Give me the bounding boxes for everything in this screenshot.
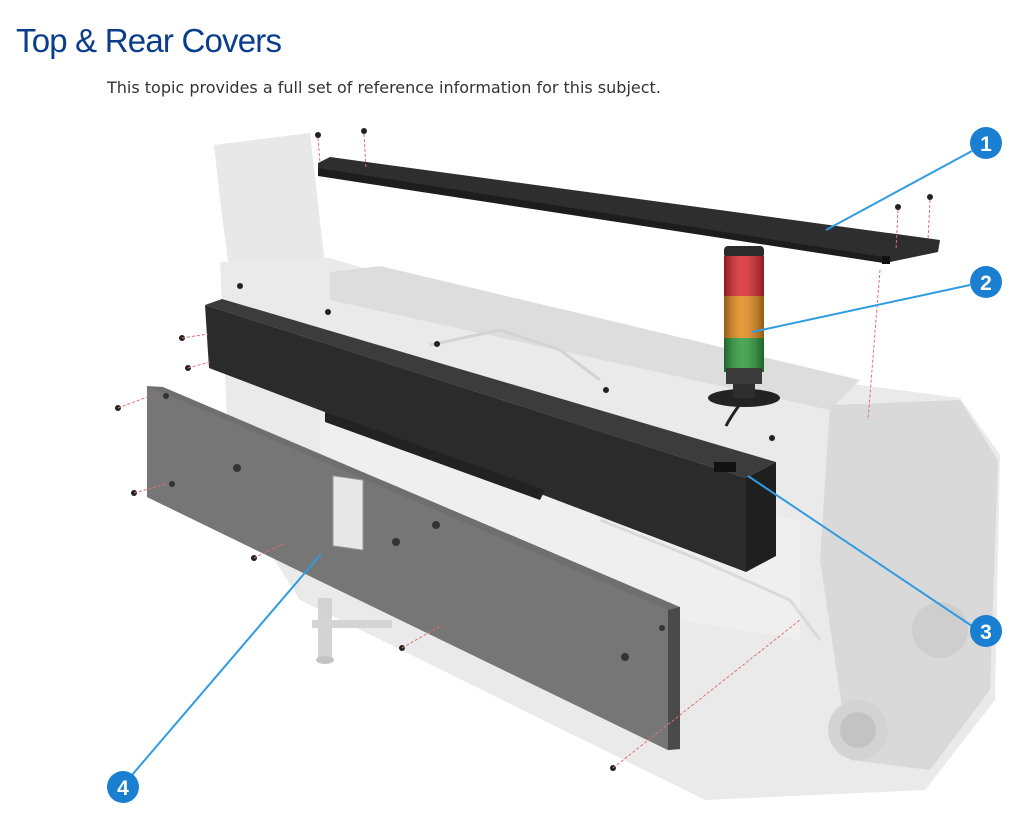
leader-line-1 <box>825 150 973 231</box>
top-cover <box>318 157 940 264</box>
callout-1: 1 <box>970 127 1002 159</box>
printer-cable-lower <box>599 518 822 641</box>
callout-4-label: 4 <box>117 777 129 800</box>
printer-front-plate <box>320 420 800 640</box>
page-subtitle: This topic provides a full set of refere… <box>107 78 661 97</box>
leader-line-4 <box>131 553 322 776</box>
printer-cable <box>429 328 601 382</box>
callout-3: 3 <box>970 615 1002 647</box>
page-title: Top & Rear Covers <box>16 22 282 59</box>
printer-gear <box>912 602 968 658</box>
printer-foot-bar <box>312 620 392 628</box>
printer-leg <box>318 598 332 660</box>
leader-lines <box>131 150 973 776</box>
callout-3-label: 3 <box>980 621 992 644</box>
guide-lines <box>117 133 931 769</box>
printer-foot <box>316 656 334 664</box>
callout-1-label: 1 <box>980 133 992 156</box>
leader-line-2 <box>751 284 971 333</box>
printer-roller-hub <box>840 712 876 748</box>
signal-light-tower <box>708 246 780 427</box>
rear-panel <box>147 386 680 750</box>
callout-2: 2 <box>970 266 1002 298</box>
printer-left-tower <box>214 133 327 300</box>
rear-top-cover <box>205 299 776 572</box>
leader-line-3 <box>747 475 973 627</box>
rear-panel-label <box>332 475 364 551</box>
callout-4: 4 <box>107 771 139 803</box>
callout-2-label: 2 <box>980 272 992 295</box>
